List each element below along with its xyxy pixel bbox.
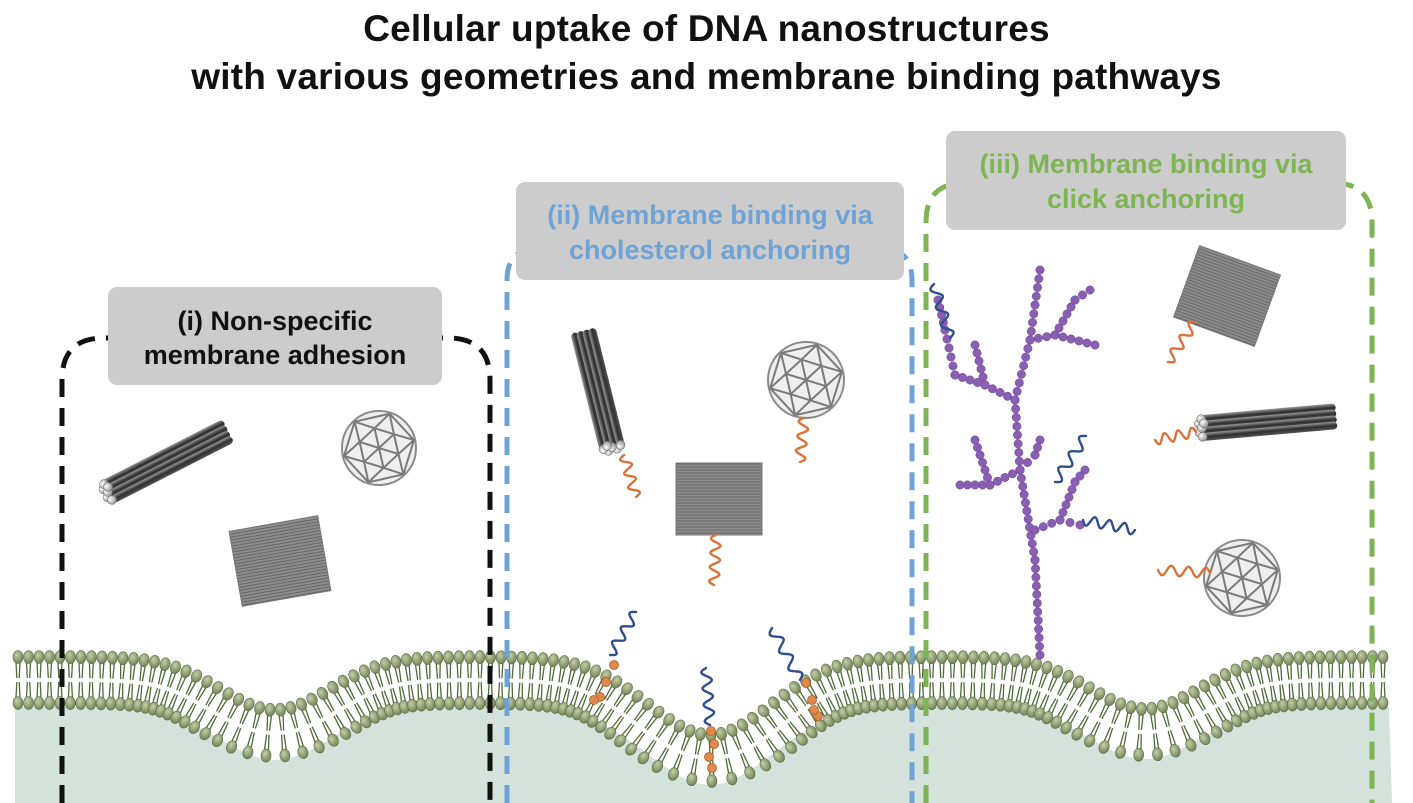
dna-tile-icon [228,515,332,607]
panel-ii-label: (ii) Membrane binding via cholesterol an… [516,182,904,280]
panel-i-frame [59,335,493,803]
page-title-line-2: with various geometries and membrane bin… [191,56,1222,97]
dna-strand-icon [608,282,1212,727]
cholesterol-anchor-icon [589,660,823,773]
icosahedron-icon [1203,539,1281,617]
panel-ii-label-line-2: cholesterol anchoring [569,235,851,265]
dna-bundle-icon [571,328,626,456]
icosahedron-icon [341,410,417,486]
panel-ii-frame [504,245,915,803]
panel-iii-label: (iii) Membrane binding via click anchori… [946,131,1346,230]
panel-ii-label-line-1: (ii) Membrane binding via [547,200,874,230]
icosahedron-icon [767,341,845,419]
dna-bundle-icon [1194,403,1338,442]
panel-i-label: (i) Non-specific membrane adhesion [108,287,442,385]
panel-iii-label-line-1: (iii) Membrane binding via [979,149,1313,179]
panel-i-label-line-1: (i) Non-specific [177,306,372,336]
page-title-line-1: Cellular uptake of DNA nanostructures [363,8,1050,49]
panel-i-label-line-2: membrane adhesion [144,340,407,370]
dna-tile-icon [1172,244,1282,348]
dna-bundle-icon [98,420,233,505]
lipid-bilayer-icon [12,650,1389,788]
dna-tile-icon [675,462,763,536]
cytoplasm-region [15,707,1392,803]
panel-iii-label-line-2: click anchoring [1047,184,1245,214]
dendrimer-icon [933,265,1100,660]
